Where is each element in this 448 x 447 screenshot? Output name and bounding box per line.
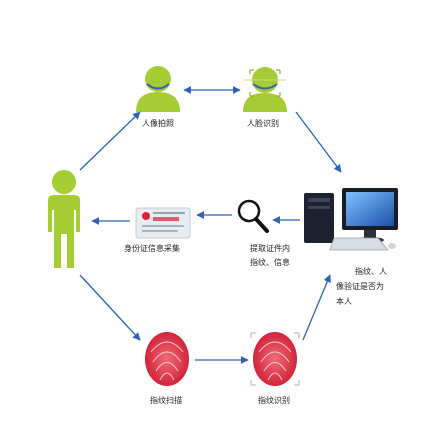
label-face-photo: 人像拍照 bbox=[142, 119, 174, 128]
person-photo-icon bbox=[136, 66, 180, 112]
flow-arrows bbox=[79, 86, 342, 364]
arrow-person-to-photo bbox=[79, 111, 141, 171]
label-id-card-collect: 身份证信息采集 bbox=[124, 244, 180, 253]
computer-icon bbox=[304, 188, 398, 251]
face-recognition-icon bbox=[243, 67, 287, 112]
fingerprint-scan-icon bbox=[145, 332, 189, 386]
arrow-person-to-scan bbox=[79, 274, 141, 341]
label-extract-line2: 指纹、信息 bbox=[250, 258, 290, 267]
label-face-recognition: 人脸识别 bbox=[247, 119, 279, 128]
magnifier-icon bbox=[237, 199, 269, 233]
label-verify-line1: 指纹、人 bbox=[355, 267, 387, 276]
label-extract-line1: 提取证件内 bbox=[250, 244, 290, 253]
fingerprint-recognition-icon bbox=[250, 332, 300, 386]
label-verify-line2: 像验证是否为 bbox=[336, 282, 384, 291]
label-fingerprint-recognition: 指纹识别 bbox=[258, 396, 290, 405]
label-fingerprint-scan: 指纹扫描 bbox=[150, 396, 182, 405]
label-verify-line3: 本人 bbox=[336, 297, 352, 306]
arrow-recognition-to-computer bbox=[302, 274, 331, 341]
id-card-icon bbox=[135, 207, 191, 239]
person-standing-icon bbox=[48, 170, 80, 268]
arrow-face-to-computer bbox=[295, 111, 342, 173]
